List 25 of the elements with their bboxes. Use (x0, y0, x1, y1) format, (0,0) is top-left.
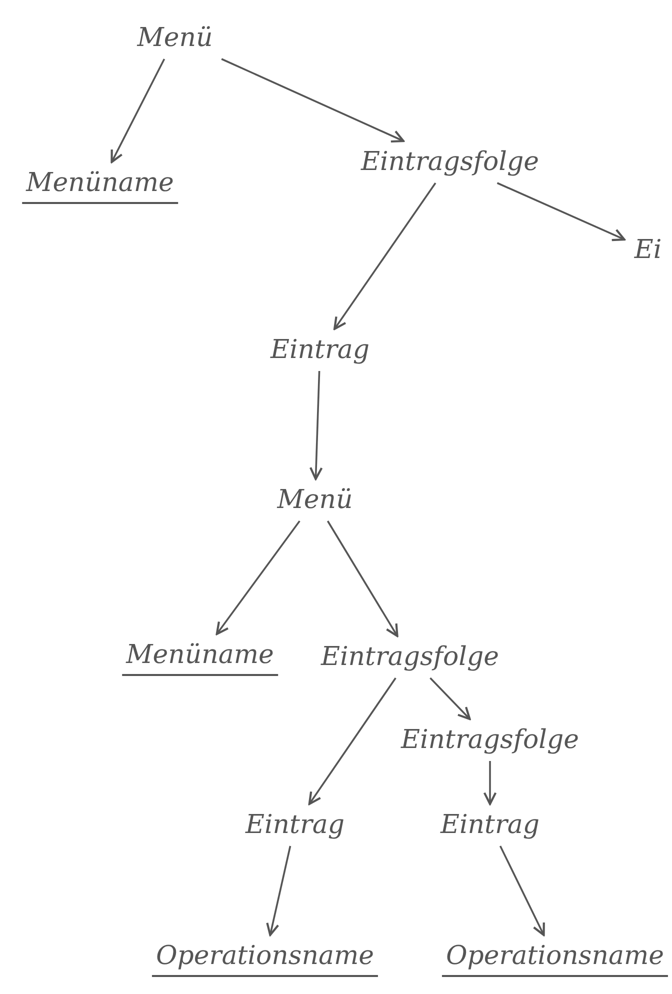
node-label: Menü (273, 483, 357, 517)
arrow (333, 182, 436, 330)
node-label: Eintrag (436, 808, 544, 842)
arrow (483, 761, 497, 806)
underlined-term: Menüname (122, 638, 278, 676)
node-label: Eintrag (266, 333, 374, 367)
node-label: Eintrag (241, 808, 349, 842)
underlined-term: Operationsname (442, 939, 668, 977)
arrow (216, 520, 300, 636)
arrow (221, 58, 404, 143)
node-label: Eintragsfolge (356, 145, 544, 179)
arrow (496, 182, 626, 242)
underlined-term: Operationsname (152, 939, 378, 977)
arrow (326, 520, 398, 638)
arrow (430, 677, 471, 720)
arrow (266, 846, 292, 936)
underlined-term: Menüname (22, 166, 178, 204)
node-label: Eintragsfolge (316, 640, 504, 674)
arrow (309, 370, 323, 480)
node-label: Menü (133, 21, 217, 55)
arrow (499, 846, 545, 936)
arrow (110, 58, 166, 164)
arrow (308, 678, 396, 806)
node-label: Ei (630, 233, 666, 267)
node-label: Eintragsfolge (396, 723, 584, 757)
